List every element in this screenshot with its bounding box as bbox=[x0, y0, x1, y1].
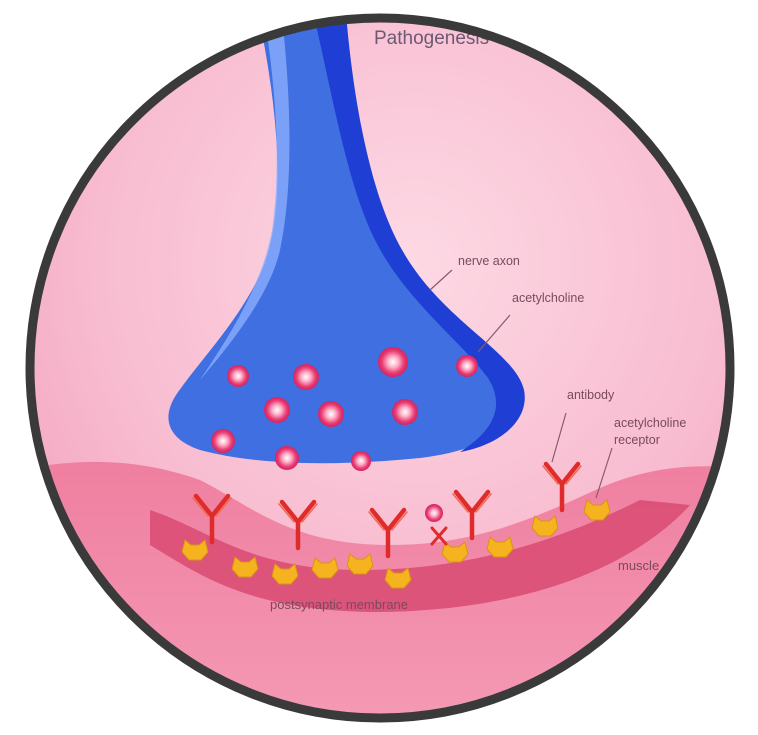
vesicle bbox=[293, 364, 319, 390]
vesicle bbox=[456, 355, 478, 377]
vesicle bbox=[211, 429, 235, 453]
nerve-axon-label: nerve axon bbox=[458, 254, 520, 268]
vesicle bbox=[318, 401, 344, 427]
muscle-label: muscle bbox=[618, 558, 659, 573]
vesicle bbox=[351, 451, 371, 471]
vesicle bbox=[275, 446, 299, 470]
vesicle bbox=[264, 397, 290, 423]
vesicle bbox=[425, 504, 443, 522]
acetylcholine-label: acetylcholine bbox=[512, 291, 584, 305]
vesicle bbox=[378, 347, 408, 377]
vesicle bbox=[392, 399, 418, 425]
receptor-label-line2: receptor bbox=[614, 433, 660, 447]
receptor-label-line1: acetylcholine bbox=[614, 416, 686, 430]
postsynaptic-membrane-label: postsynaptic membrane bbox=[270, 597, 408, 612]
vesicle bbox=[227, 365, 249, 387]
antibody-label: antibody bbox=[567, 388, 615, 402]
